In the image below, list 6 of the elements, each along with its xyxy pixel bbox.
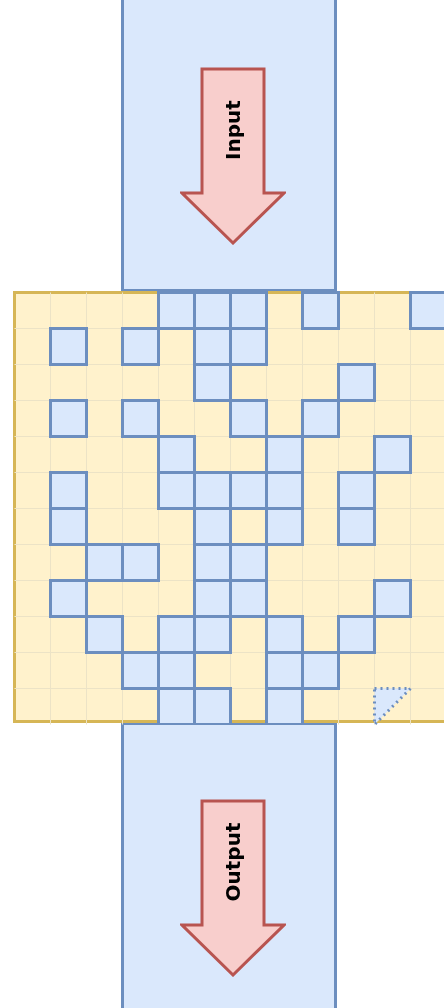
down-arrow bbox=[180, 67, 286, 245]
down-arrow bbox=[180, 799, 286, 977]
channel-band bbox=[121, 0, 337, 292]
arrow-label: Output bbox=[220, 822, 245, 902]
arrow-label: Input bbox=[220, 100, 245, 160]
channel-band bbox=[121, 722, 337, 1008]
